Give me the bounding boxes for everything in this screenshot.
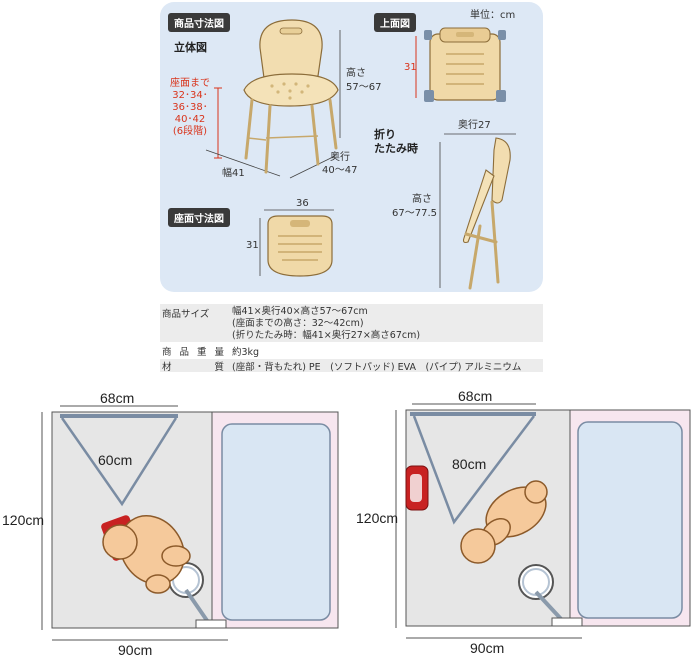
folded-height-label: 高さ: [412, 194, 432, 205]
folded-height-value: 67～77.5: [392, 208, 437, 219]
spec-key-weight: 商 品 重 量: [162, 344, 224, 358]
label-3d-view: 立体図: [174, 41, 207, 54]
seat-height-line: 32･34･: [172, 90, 208, 101]
spec-key-char: 材: [162, 362, 172, 373]
spec-size-line: 幅41×奥行40×高さ57～67cm: [232, 306, 368, 317]
bathroom-diagram-right: [395, 403, 691, 639]
spec-key-char: 量: [214, 347, 224, 358]
spec-key-material: 材 質: [162, 359, 224, 373]
folded-line: たたみ時: [374, 142, 418, 155]
top-depth-label: 31: [404, 62, 417, 73]
folded-depth-label: 奥行27: [458, 120, 491, 131]
seat-height-line: 座面まで: [170, 78, 210, 89]
chair-top-view: [415, 27, 506, 102]
spec-key-char: 商: [162, 347, 172, 358]
spec-row-weight: 商 品 重 量 約3kg: [160, 344, 543, 358]
top-view-tag: 上面図: [374, 13, 416, 32]
spec-value-weight: 約3kg: [232, 347, 260, 358]
seat-width-label: 36: [296, 198, 309, 209]
spec-value-material: (座部・背もたれ) PE (ソフトパッド) EVA (パイプ) アルミニウム: [232, 362, 522, 373]
left-height: 120cm: [2, 512, 45, 528]
depth-label: 奥行: [330, 152, 350, 163]
spec-key-char: 質: [214, 362, 224, 373]
spec-value-size: 幅41×奥行40×高さ57～67cm (座面までの高さ：32～42cm) (折り…: [232, 306, 420, 342]
right-door-width: 80cm: [452, 456, 487, 472]
unit-label: 単位：cm: [470, 10, 516, 21]
spec-size-line: (折りたたみ時：幅41×奥行27×高さ67cm): [232, 330, 421, 341]
left-top-width: 68cm: [100, 390, 135, 406]
width-label: 幅41: [222, 168, 245, 179]
seat-dims-tag: 座面寸法図: [168, 208, 230, 227]
chair-3d-illustration: [205, 19, 341, 179]
left-bottom-width: 90cm: [118, 642, 153, 658]
left-door-width: 60cm: [98, 452, 133, 468]
spec-key-char: 品: [179, 347, 189, 358]
chair-folded-illustration: [439, 133, 516, 290]
depth-value: 40～47: [322, 165, 358, 176]
spec-row-material: 材 質 (座部・背もたれ) PE (ソフトパッド) EVA (パイプ) アルミニ…: [160, 359, 543, 373]
right-bottom-width: 90cm: [470, 640, 505, 656]
right-top-width: 68cm: [458, 388, 493, 404]
spec-size-line: (座面までの高さ：32～42cm): [232, 318, 364, 329]
dimension-panel: 商品寸法図 立体図 座面まで 32･34･ 36･38･ 40･42 (6段階): [160, 2, 543, 292]
bathroom-diagram-left: [41, 405, 339, 641]
folded-line: 折り: [374, 128, 396, 141]
product-dims-tag: 商品寸法図: [168, 13, 230, 32]
folded-label: 折り たたみ時: [374, 128, 418, 156]
spec-key-size: 商品サイズ: [162, 309, 210, 320]
spec-table: 商品サイズ 幅41×奥行40×高さ57～67cm (座面までの高さ：32～42c…: [160, 304, 543, 373]
seat-height-line: 40･42: [174, 114, 206, 125]
seat-height-line: 36･38･: [172, 102, 208, 113]
spec-key-char: 重: [196, 347, 207, 358]
seat-height-line: (6段階): [172, 126, 208, 137]
height-value: 57～67: [346, 82, 382, 93]
seat-top-illustration: [259, 209, 334, 277]
spec-row-size: 商品サイズ 幅41×奥行40×高さ57～67cm (座面までの高さ：32～42c…: [160, 304, 543, 342]
height-label: 高さ: [346, 68, 366, 79]
seat-height-note: 座面まで 32･34･ 36･38･ 40･42 (6段階): [160, 78, 220, 138]
seat-depth-label: 31: [246, 240, 259, 251]
right-height: 120cm: [356, 510, 399, 526]
